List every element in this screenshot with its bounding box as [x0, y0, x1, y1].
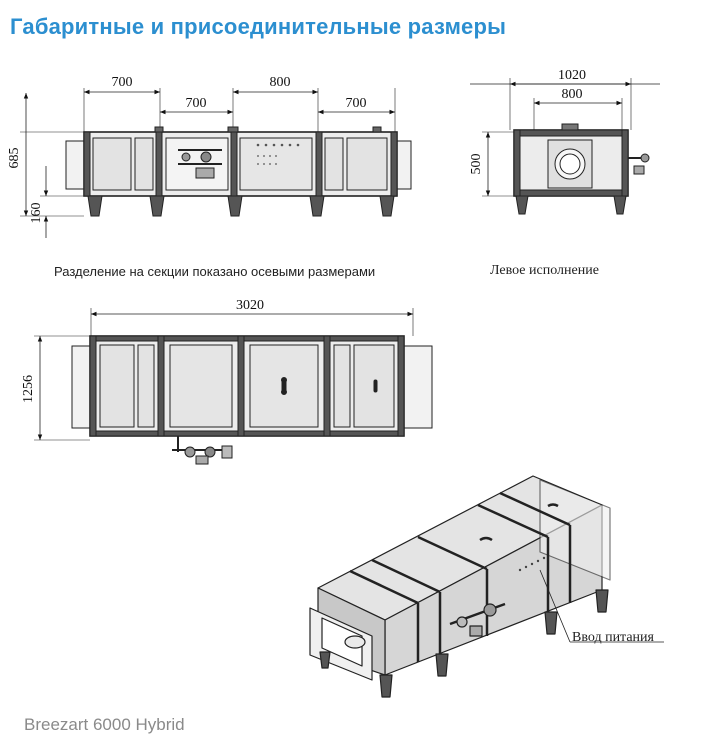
product-name: Breezart 6000 Hybrid — [24, 715, 185, 734]
dim-side-800: 800 — [562, 87, 583, 102]
power-input-callout: Ввод питания — [572, 630, 654, 645]
dim-top-1256: 1256 — [21, 375, 36, 403]
side-view — [470, 78, 660, 215]
page-title: Габаритные и присоединительные размеры — [10, 14, 507, 39]
dim-front-700c: 700 — [346, 96, 367, 111]
dim-top-3020: 3020 — [236, 298, 264, 313]
front-view-caption: Разделение на секции показано осевыми ра… — [54, 264, 376, 279]
iso-view — [309, 475, 664, 698]
dim-front-700a: 700 — [112, 75, 133, 90]
dim-front-700b: 700 — [186, 96, 207, 111]
dim-front-160: 160 — [29, 203, 44, 224]
side-view-caption: Левое исполнение — [490, 263, 599, 278]
front-view — [20, 88, 412, 238]
top-view — [34, 308, 433, 465]
dim-side-500: 500 — [469, 154, 484, 175]
dim-side-1020: 1020 — [558, 68, 586, 83]
dim-front-685: 685 — [7, 148, 22, 169]
dim-front-800: 800 — [270, 75, 291, 90]
